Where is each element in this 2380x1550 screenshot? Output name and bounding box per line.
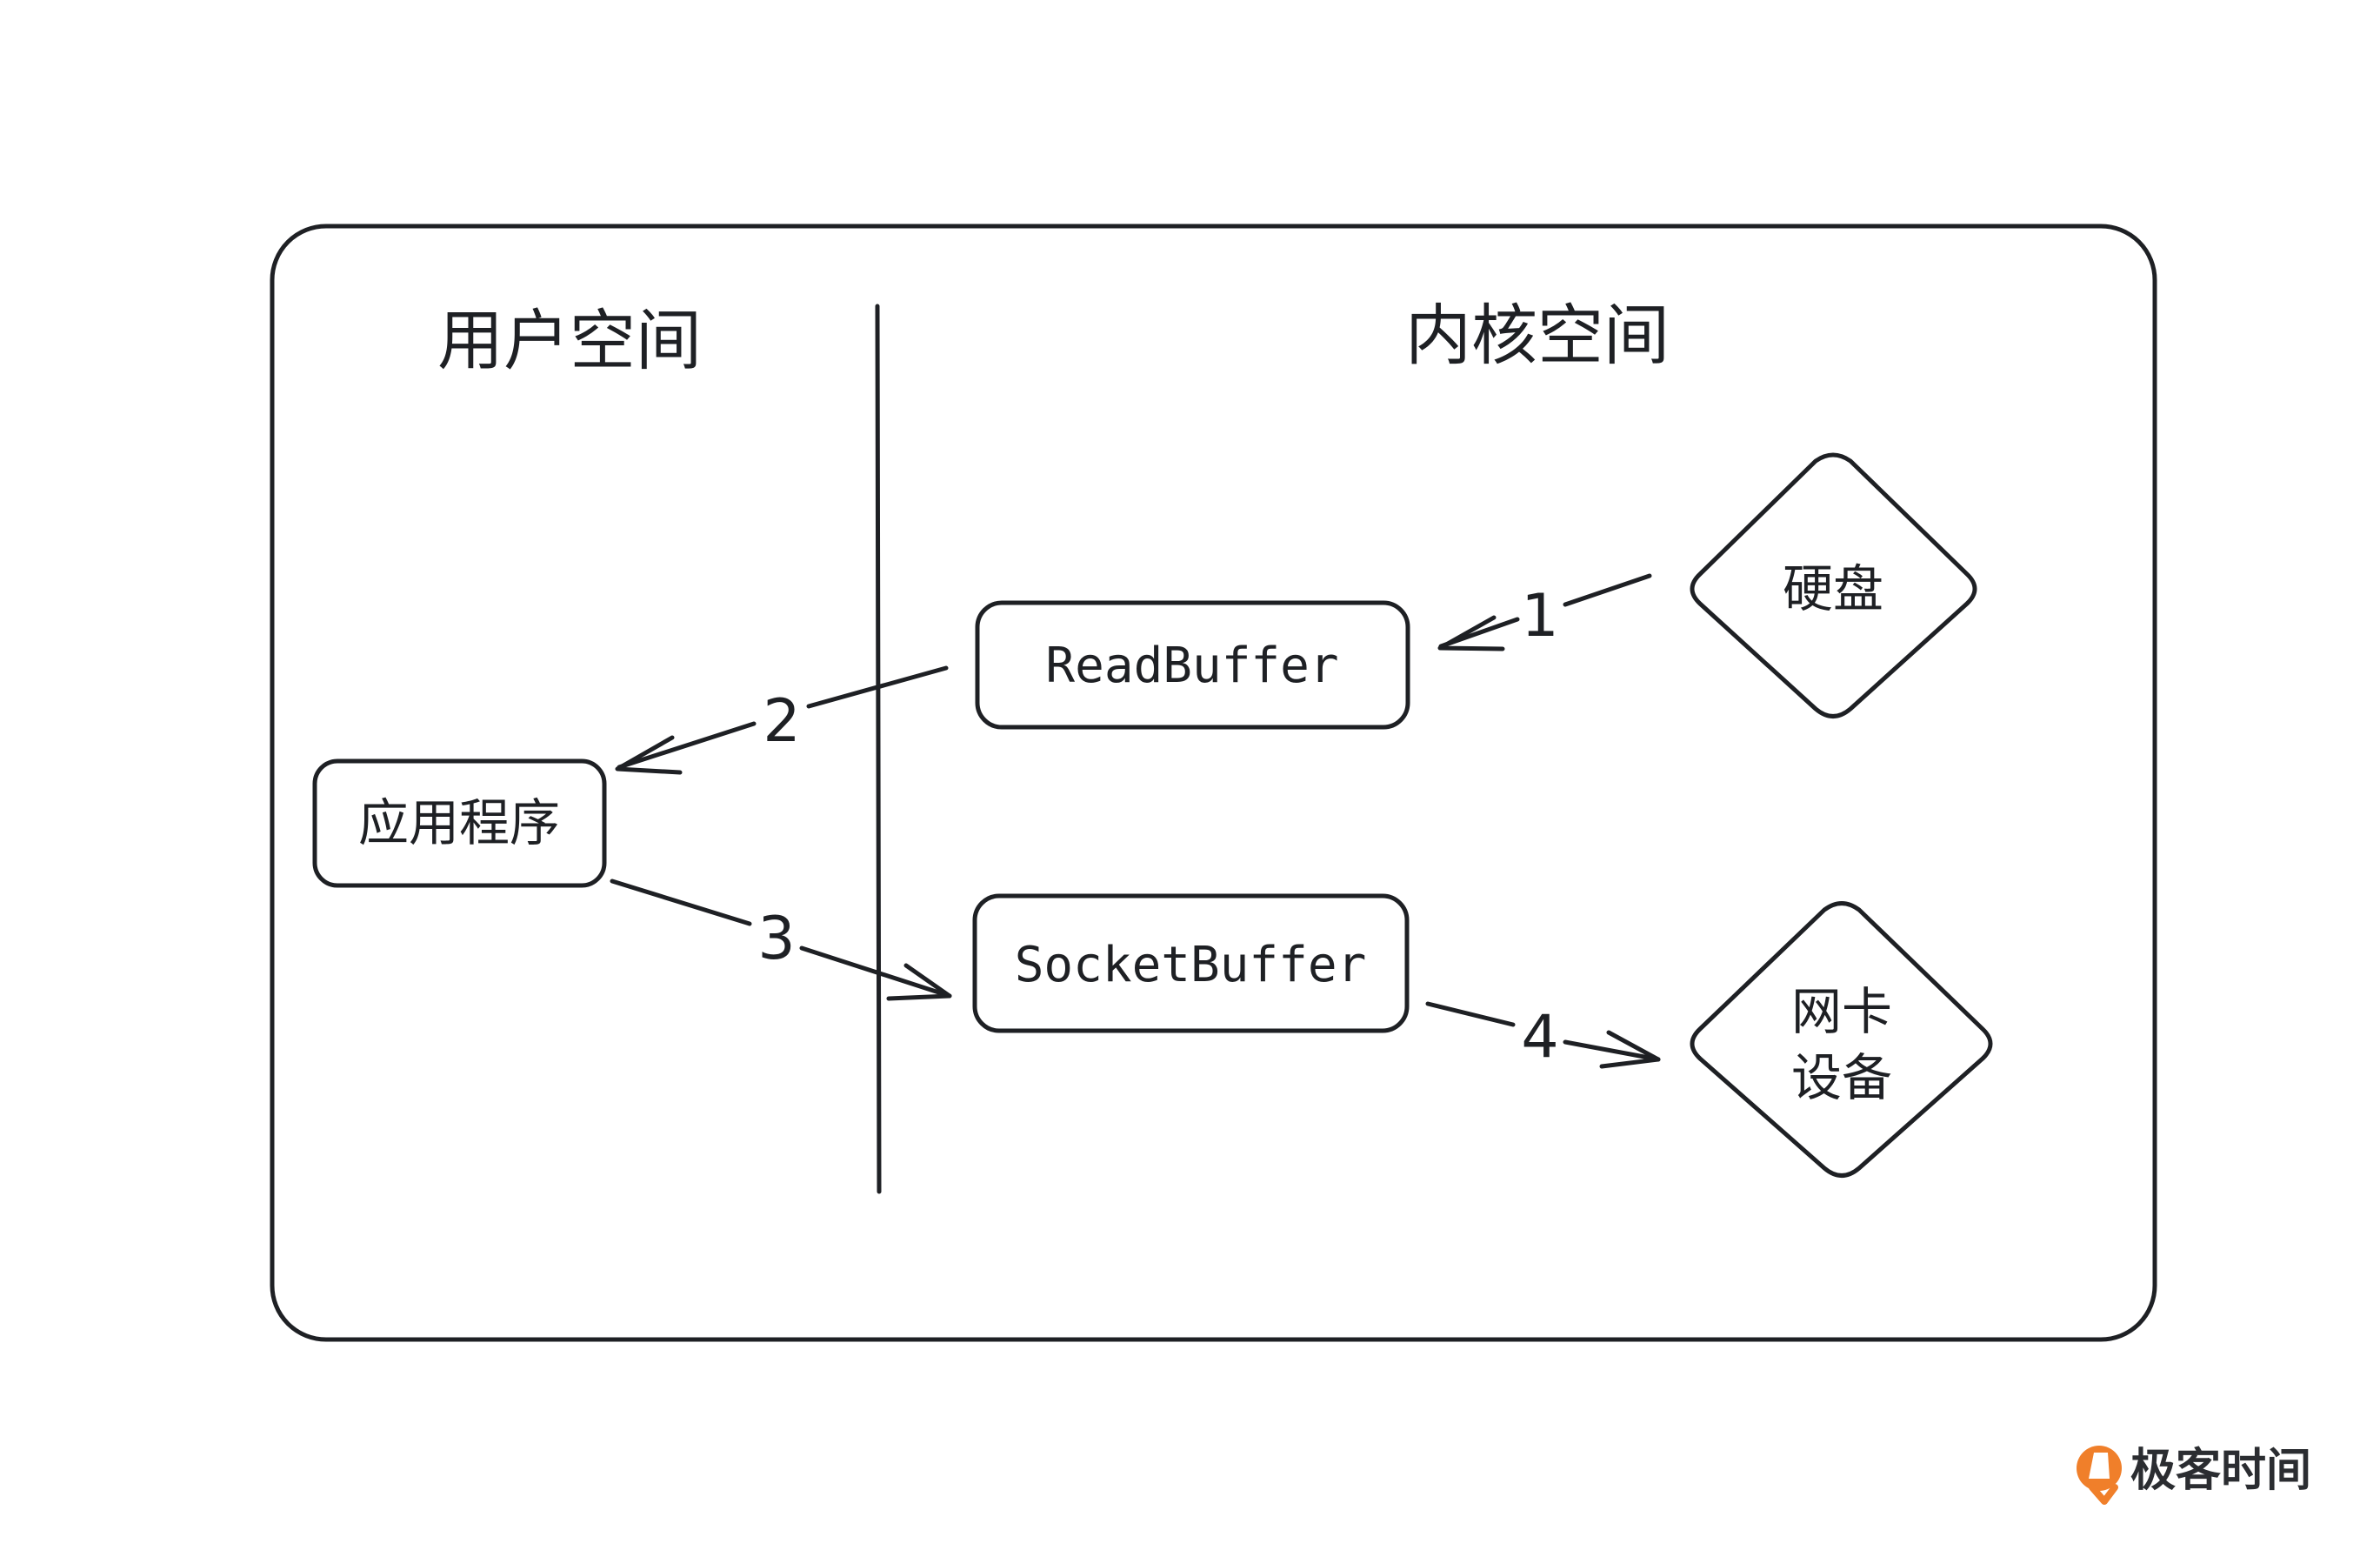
- edge-3: 3: [610, 879, 952, 1001]
- space-divider: [875, 304, 882, 1194]
- edge-1-line: [1563, 573, 1652, 607]
- socket-buffer-label: SocketBuffer: [1015, 937, 1367, 993]
- edge-2-arrowhead: [615, 735, 683, 775]
- edge-1-label: 1: [1521, 582, 1558, 651]
- nic-label-line1: 网卡: [1791, 982, 1892, 1041]
- edge-2-line-b: [617, 721, 757, 770]
- app-label: 应用程序: [358, 793, 560, 852]
- disk-diamond: [1690, 452, 1977, 718]
- disk-node: 硬盘: [1690, 452, 1977, 718]
- edge-2: 2: [615, 665, 949, 775]
- read-buffer-label: ReadBuffer: [1045, 638, 1338, 694]
- edge-4: 4: [1425, 1001, 1661, 1072]
- edge-4-arrowhead: [1599, 1030, 1661, 1069]
- outer-frame: [270, 224, 2157, 1342]
- edge-2-line: [806, 665, 949, 709]
- app-node: 应用程序: [312, 758, 607, 888]
- brand-name: 极客时间: [2130, 1445, 2311, 1497]
- user-space-title: 用户空间: [437, 302, 702, 379]
- nic-node: 网卡 设备: [1690, 901, 1993, 1178]
- edge-2-label: 2: [763, 687, 800, 756]
- edge-4-line-b: [1563, 1039, 1661, 1062]
- edge-4-label: 4: [1521, 1003, 1558, 1072]
- disk-label: 硬盘: [1783, 559, 1883, 618]
- edge-3-line-b: [799, 945, 952, 999]
- read-buffer-box: [975, 600, 1410, 730]
- socket-buffer-node: SocketBuffer: [972, 893, 1410, 1033]
- edge-3-arrowhead: [886, 963, 952, 1001]
- brand-mark-icon: [2077, 1446, 2122, 1505]
- edge-3-label: 3: [757, 905, 795, 973]
- app-box: [312, 758, 607, 888]
- edge-1: 1: [1437, 573, 1652, 651]
- socket-buffer-box: [972, 893, 1410, 1033]
- edge-4-line: [1425, 1001, 1516, 1027]
- edge-1-arrowhead: [1437, 615, 1505, 651]
- nic-diamond: [1690, 901, 1993, 1178]
- kernel-space-title: 内核空间: [1405, 297, 1670, 374]
- read-buffer-node: ReadBuffer: [975, 600, 1410, 730]
- edge-3-line: [610, 879, 752, 926]
- brand-logo: 极客时间: [2077, 1445, 2311, 1505]
- nic-label-line2: 设备: [1791, 1048, 1892, 1107]
